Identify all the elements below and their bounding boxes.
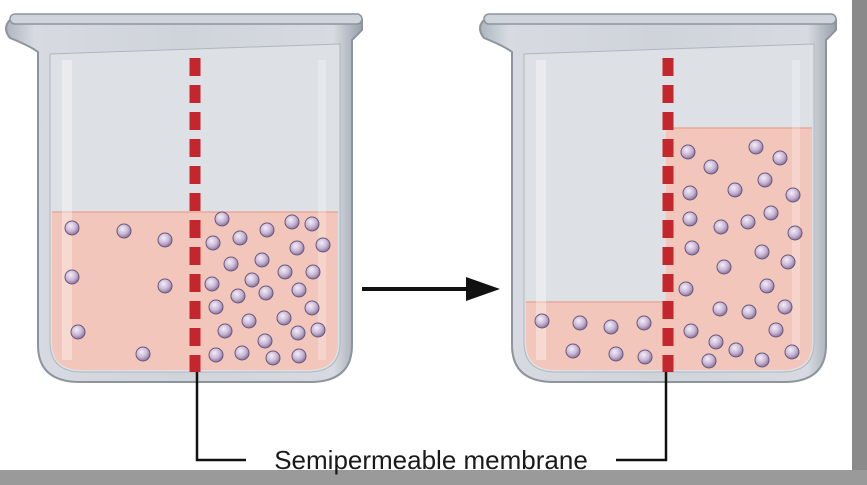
beaker-before [5,13,363,383]
membrane-callout: Semipermeable membrane [195,372,668,475]
callout-line-left [195,372,246,462]
membrane-label: Semipermeable membrane [274,445,588,475]
particles-after-right [678,139,803,369]
callout-line-right [616,372,668,462]
frame-bottom-edge [0,470,867,485]
beaker-after [479,13,837,383]
solution-after-right [666,128,812,370]
particles-before-right [204,211,331,366]
particles-before-left [64,220,173,362]
solution-after-left [526,302,666,370]
arrow-right-icon [362,277,500,301]
particles-after-left [534,313,653,365]
frame-right-edge [852,0,867,485]
